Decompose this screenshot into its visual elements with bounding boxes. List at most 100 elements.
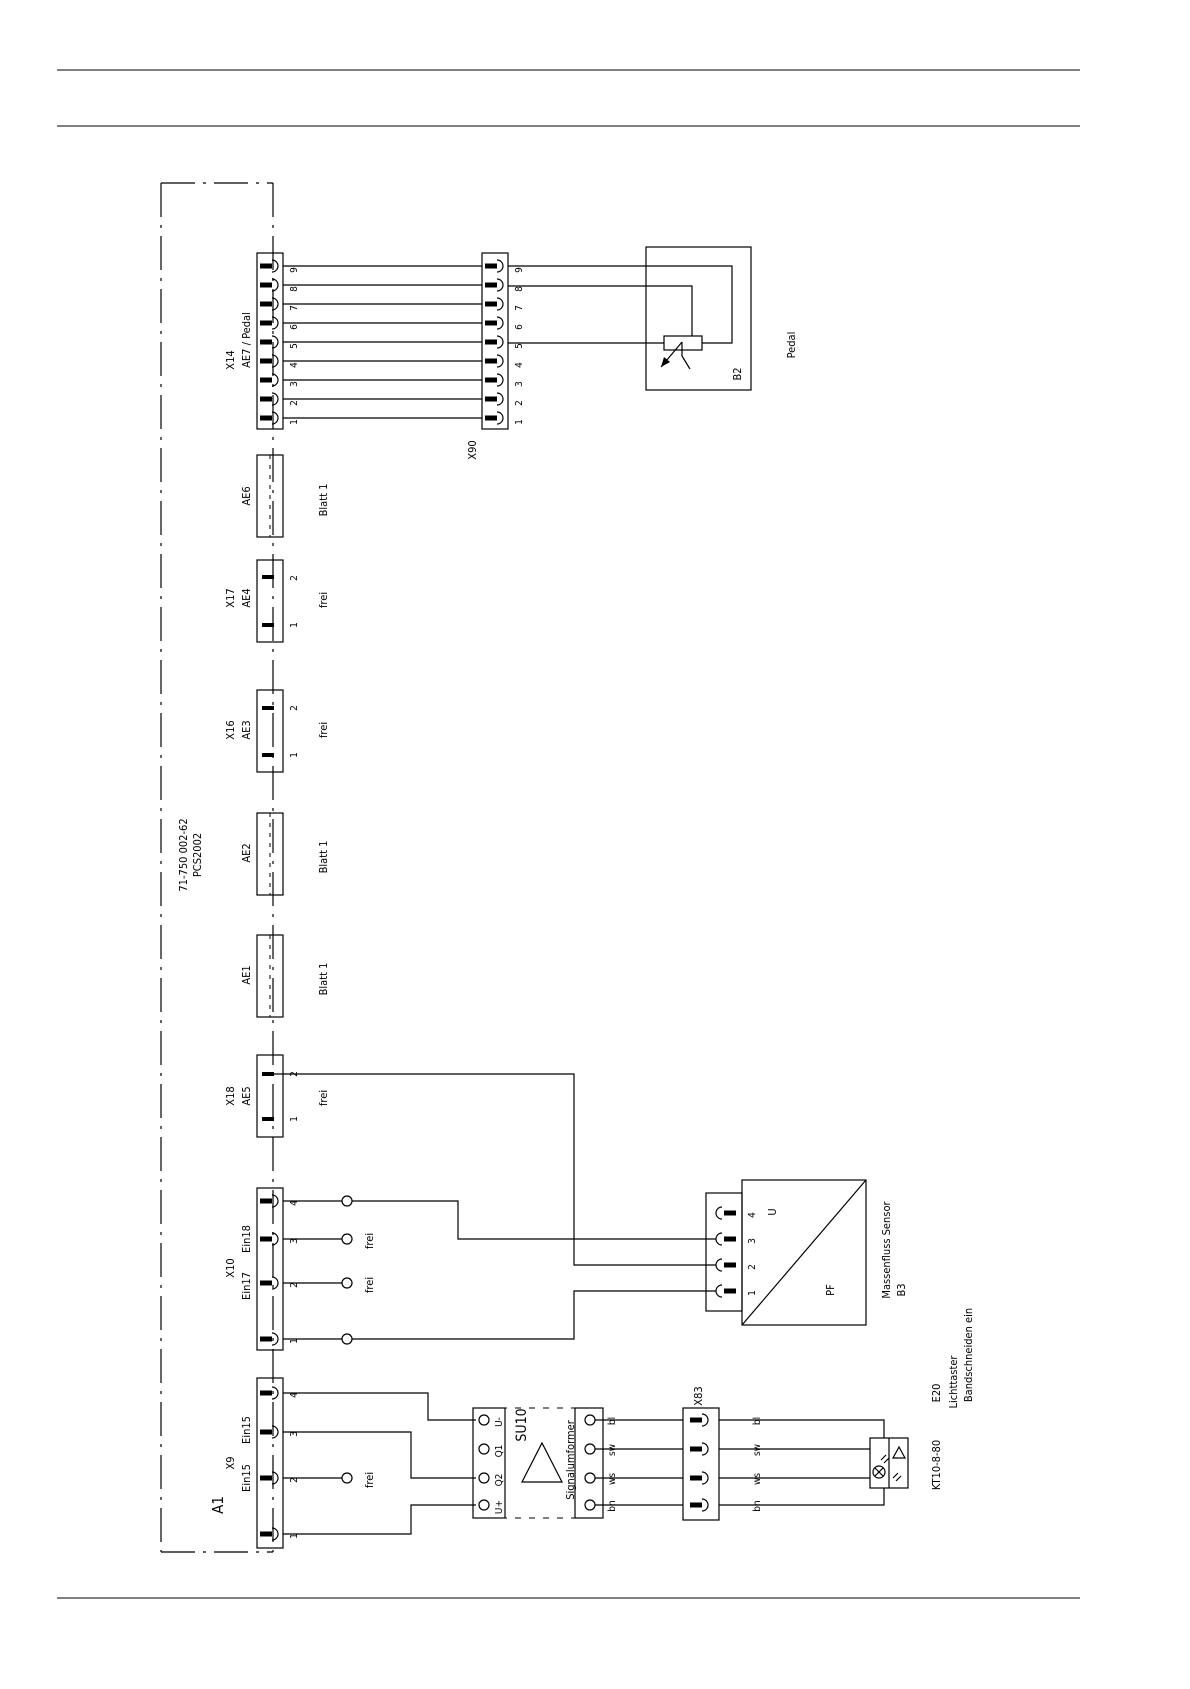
x90-pin [485,297,504,311]
x14-pin [260,316,279,330]
x9-pin-number: 3 [289,1431,300,1437]
x83-tag-label: X83 [692,1386,705,1405]
x17-tag-label: X17 [224,588,237,607]
x14-name-label: AE7 / Pedal [240,312,253,368]
x90-pin-number: 3 [514,381,525,387]
sensor-pin-number: 3 [747,1238,758,1244]
unit-model-label: PCS2002 [191,833,204,877]
wires-su10-x83-e20 [595,1419,885,1506]
block-ae1 [256,934,284,1018]
x14-pin-number: 2 [289,400,300,406]
x90-pin-number: 2 [514,400,525,406]
wire-color-label: bl [752,1417,763,1425]
x18-name-label: AE5 [240,1086,253,1105]
sensor-name-label: Massenfluss Sensor [880,1200,893,1298]
x90-pin [485,392,504,406]
wire-color-label: ws [607,1473,618,1485]
su10-name-label: Signalumformer [564,1419,577,1499]
e20-type-label: Lichttaster [947,1355,960,1409]
e20-function-label: Bandschneiden ein [962,1308,975,1402]
x10-pin-number: 4 [289,1200,300,1206]
x14-pin-number: 7 [289,305,300,311]
x83-pin [690,1498,709,1512]
x14-pin [260,297,279,311]
x90-pin [485,411,504,425]
wire-color-label: sw [752,1444,763,1456]
sensor-pin-number: 1 [747,1290,758,1296]
su10-terminal-label: Q1 [494,1445,505,1458]
x17-name-label: AE4 [240,588,253,607]
x90-pin-number: 7 [514,305,525,311]
sensor-symbol-lower: PF [824,1284,837,1296]
x14-pin-number: 3 [289,381,300,387]
sensor-b3 [705,1179,867,1326]
x9-input-label: Ein15 [240,1416,253,1444]
unit-name-label: A1 [209,1496,227,1514]
x9-pin-number: 1 [289,1533,300,1539]
sensor-pin [715,1206,736,1220]
x90-pin-number: 9 [514,267,525,273]
ae1-name-label: AE1 [240,965,253,984]
x9-pin-number: 2 [289,1477,300,1483]
x14-pin-number: 6 [289,324,300,330]
ae1-note-label: Blatt 1 [317,963,330,996]
x16-name-label: AE3 [240,720,253,739]
e20-component-label: E20 [930,1384,943,1403]
x10-pin [260,1232,279,1246]
ae2-note-label: Blatt 1 [317,841,330,874]
x9-tag-label: X9 [224,1456,237,1469]
connector-x9 [256,1377,476,1549]
x10-tag-label: X10 [224,1258,237,1277]
x14-pin-number: 8 [289,286,300,292]
x18-tag-label: X18 [224,1086,237,1105]
x16-pin-number: 2 [289,705,300,711]
x10-input-label: Ein17 [240,1272,253,1300]
x90-pin [485,373,504,387]
x9-pin [260,1471,279,1485]
wire-color-label: sw [607,1444,618,1456]
x17-pin-number: 2 [289,575,300,581]
sensor-pin [715,1258,736,1272]
x10-free-label: frei [363,1277,376,1293]
x90-pin-number: 8 [514,286,525,292]
connector-x83 [682,1407,720,1521]
x83-pin [690,1471,709,1485]
x14-pin [260,259,279,273]
wire-color-label: bn [752,1500,763,1511]
x10-free-label: frei [363,1233,376,1249]
sensor-pin-number: 2 [747,1264,758,1270]
x18-note-label: frei [317,1090,330,1106]
light-barrier-e20 [869,1437,909,1489]
x14-pin-number: 1 [289,419,300,425]
x10-pin-number: 2 [289,1282,300,1288]
x90-pin-number: 5 [514,343,525,349]
x9-free-label: frei [363,1472,376,1488]
e20-model-label: KT10-8-80 [930,1440,943,1490]
x10-pin-number: 1 [289,1338,300,1344]
block-ae2 [256,812,284,896]
su10-component-label: SU10 [514,1408,530,1441]
x16-tag-label: X16 [224,720,237,739]
x10-input-label: Ein18 [240,1225,253,1253]
x90-tag-label: X90 [466,440,479,459]
connector-x16 [256,689,284,773]
connector-x17 [256,559,284,643]
x14-pin-number: 5 [289,343,300,349]
unit-a1-boundary [160,182,274,1553]
ae6-name-label: AE6 [240,486,253,505]
sensor-pin [715,1232,736,1246]
x9-pin [260,1386,279,1400]
x9-pin [260,1527,279,1541]
sensor-component-label: B3 [895,1283,908,1296]
wire-color-label: ws [752,1473,763,1485]
x17-pin-number: 1 [289,622,300,628]
x90-pin-number: 6 [514,324,525,330]
converter-su10 [472,1407,604,1519]
x16-note-label: frei [317,722,330,738]
pedal-label: Pedal [785,332,798,359]
connector-x10 [256,1187,716,1351]
x10-pin [260,1276,279,1290]
pedal-b2 [508,246,752,391]
su10-terminal-label: U+ [494,1500,505,1514]
